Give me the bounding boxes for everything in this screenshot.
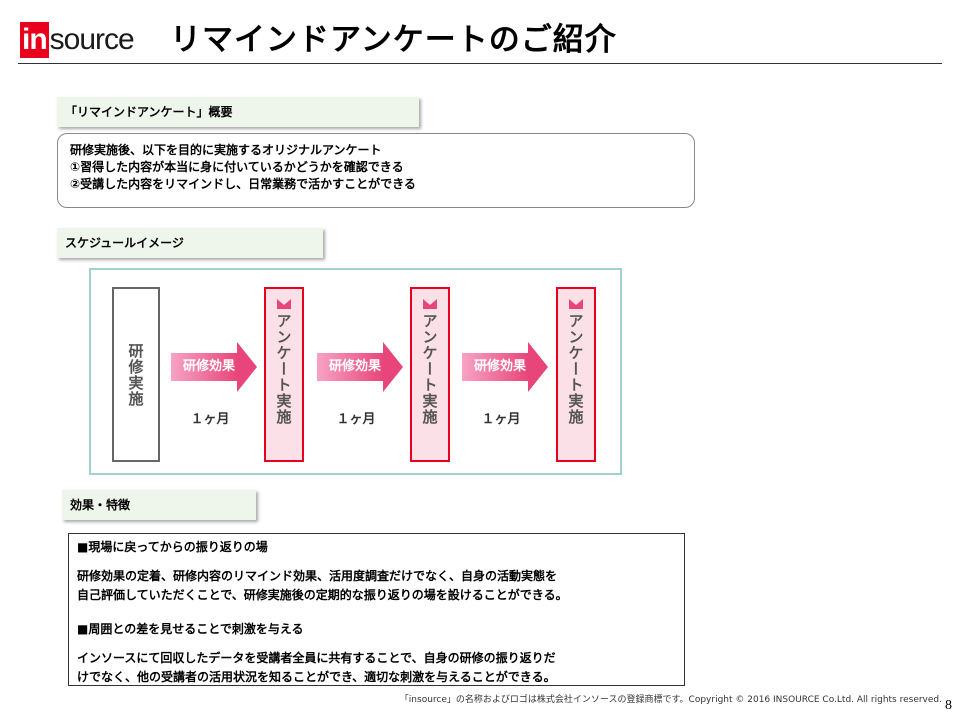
effect-item-1-title: ■現場に戻ってからの振り返りの場 [77,540,268,554]
effect-arrow-label-1: 研修効果 [182,359,235,374]
title-divider [18,63,942,64]
survey-box-3: アンケート実施 [556,287,596,462]
effects-label: 効果・特徴 [62,490,256,520]
copyright-footer: 「insource」の名称およびロゴは株式会社インソースの登録商標です。Copy… [399,695,942,705]
survey-box-2: アンケート実施 [410,287,450,462]
overview-box: 研修実施後、以下を目的に実施するオリジナルアンケート ①習得した内容が本当に身に… [57,133,695,208]
page-number: 8 [945,698,952,713]
effect-item-1-line-2: 自己評価していただくことで、研修実施後の定期的な振り返りの場を設けることができる… [77,588,568,602]
page-title: リマインドアンケートのご紹介 [170,22,617,58]
effect-arrow-2: 研修効果 [317,342,403,392]
interval-label-1: １ヶ月 [190,412,230,427]
overview-line-3: ②受講した内容をリマインドし、日常業務で活かすことができる [70,177,416,191]
training-start-text: 研修実施 [126,342,145,407]
effect-arrow-3: 研修効果 [462,342,548,392]
interval-label-3: １ヶ月 [481,412,521,427]
effects-box: ■現場に戻ってからの振り返りの場 研修効果の定着、研修内容のリマインド効果、活用… [68,533,685,686]
schedule-diagram: 研修実施 研修効果 １ヶ月 アンケート実施 研修効果 １ヶ月 アンケート実施 研… [89,268,622,475]
effect-item-2-line-1: インソースにて回収したデータを受講者全員に共有することで、自身の研修の振り返りだ [77,651,556,665]
overview-line-1: 研修実施後、以下を目的に実施するオリジナルアンケート [70,143,382,157]
schedule-label: スケジュールイメージ [57,228,323,258]
mail-icon [423,299,437,309]
interval-label-2: １ヶ月 [336,412,376,427]
overview-label: 「リマインドアンケート」概要 [57,97,419,127]
overview-line-2: ①習得した内容が本当に身に付いているかどうかを確認できる [70,160,404,174]
survey-text-2: アンケート実施 [420,313,439,425]
effect-item-2-line-2: けでなく、他の受講者の活用状況を知ることができ、適切な刺激を与えることができる。 [77,670,556,684]
effect-item-2-title: ■周囲との差を見せることで刺激を与える [77,622,304,636]
logo-prefix: in [20,22,49,58]
mail-icon [277,299,291,309]
effect-item-1-line-1: 研修効果の定着、研修内容のリマインド効果、活用度調査だけでなく、自身の活動実態を [77,569,558,583]
effect-arrow-label-3: 研修効果 [473,359,526,374]
effect-arrow-1: 研修効果 [171,342,257,392]
survey-text-3: アンケート実施 [566,313,585,425]
effect-arrow-label-2: 研修効果 [328,359,381,374]
mail-icon [569,299,583,309]
survey-text-1: アンケート実施 [274,313,293,425]
logo-rest: source [49,23,135,56]
training-start-box: 研修実施 [112,287,160,462]
survey-box-1: アンケート実施 [264,287,304,462]
